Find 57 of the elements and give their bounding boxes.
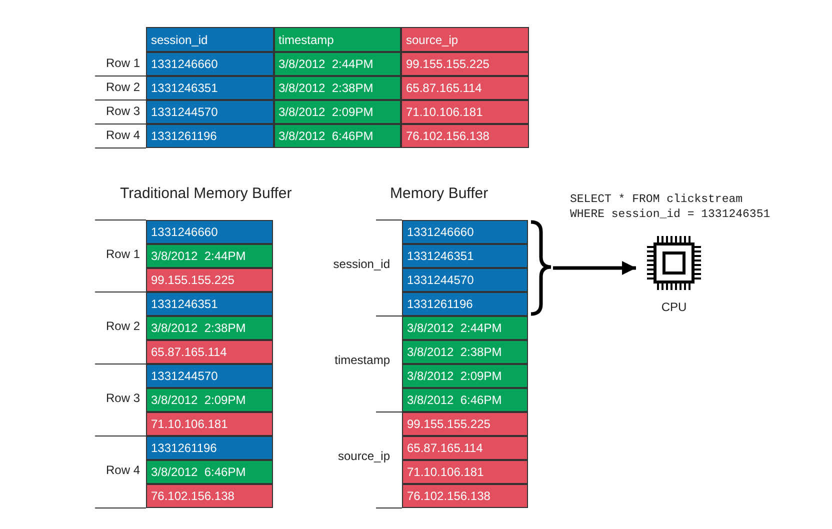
row-label: Row 2	[104, 79, 140, 95]
row-label: Row 4	[104, 462, 140, 478]
data-cell: 1331246351	[402, 244, 528, 268]
data-cell: 76.102.156.138	[401, 124, 528, 148]
query-text: SELECT * FROM clickstream	[570, 192, 744, 208]
data-cell: 3/8/2012 6:46PM	[274, 124, 401, 148]
data-cell: 3/8/2012 2:09PM	[146, 388, 273, 412]
row-label: Row 1	[104, 55, 140, 71]
data-cell: 99.155.155.225	[146, 268, 273, 292]
data-cell: 3/8/2012 2:38PM	[274, 76, 401, 100]
data-cell: 1331246351	[146, 292, 273, 316]
data-cell: 3/8/2012 2:38PM	[402, 340, 528, 364]
data-cell: 1331261196	[402, 292, 528, 316]
data-cell: 3/8/2012 2:44PM	[274, 52, 401, 76]
data-cell: 1331246351	[146, 76, 274, 100]
buffer-title: Traditional Memory Buffer	[120, 186, 293, 202]
data-cell: 71.10.106.181	[401, 100, 528, 124]
data-cell: 99.155.155.225	[402, 412, 528, 436]
data-cell: 1331244570	[402, 268, 528, 292]
data-cell: 76.102.156.138	[402, 484, 528, 508]
curly-brace	[529, 220, 553, 316]
data-cell: 3/8/2012 2:44PM	[402, 316, 528, 340]
row-label: Row 3	[104, 390, 140, 406]
column-label: session_id	[332, 256, 390, 272]
data-cell: 3/8/2012 6:46PM	[402, 388, 528, 412]
arrow	[553, 261, 636, 275]
data-cell: 65.87.165.114	[401, 76, 528, 100]
chip-label: CPU	[661, 299, 687, 316]
data-cell: 71.10.106.181	[146, 412, 273, 436]
data-cell: 76.102.156.138	[146, 484, 273, 508]
data-cell: 3/8/2012 2:09PM	[274, 100, 401, 124]
query-text: WHERE session_id = 1331246351	[570, 207, 772, 223]
data-cell: 71.10.106.181	[402, 460, 528, 484]
data-cell: 1331246660	[146, 52, 274, 76]
data-cell: 3/8/2012 2:38PM	[146, 316, 273, 340]
column-header: session_id	[146, 27, 274, 52]
row-label: Row 1	[104, 246, 140, 262]
column-label: source_ip	[336, 448, 390, 464]
data-cell: 1331261196	[146, 124, 274, 148]
buffer-title: Memory Buffer	[390, 186, 490, 202]
row-label: Row 2	[104, 318, 140, 334]
data-cell: 65.87.165.114	[402, 436, 528, 460]
row-label: Row 3	[104, 103, 140, 119]
data-cell: 99.155.155.225	[401, 52, 528, 76]
column-header: timestamp	[274, 27, 401, 52]
column-label: timestamp	[334, 352, 390, 368]
data-cell: 3/8/2012 2:44PM	[146, 244, 273, 268]
data-cell: 1331244570	[146, 364, 273, 388]
column-header: source_ip	[401, 27, 528, 52]
data-cell: 3/8/2012 6:46PM	[146, 460, 273, 484]
data-cell: 1331244570	[146, 100, 274, 124]
data-cell: 65.87.165.114	[146, 340, 273, 364]
data-cell: 1331246660	[402, 220, 528, 244]
row-label: Row 4	[104, 127, 140, 143]
data-cell: 1331246660	[146, 220, 273, 244]
data-cell: 1331261196	[146, 436, 273, 460]
data-cell: 3/8/2012 2:09PM	[402, 364, 528, 388]
